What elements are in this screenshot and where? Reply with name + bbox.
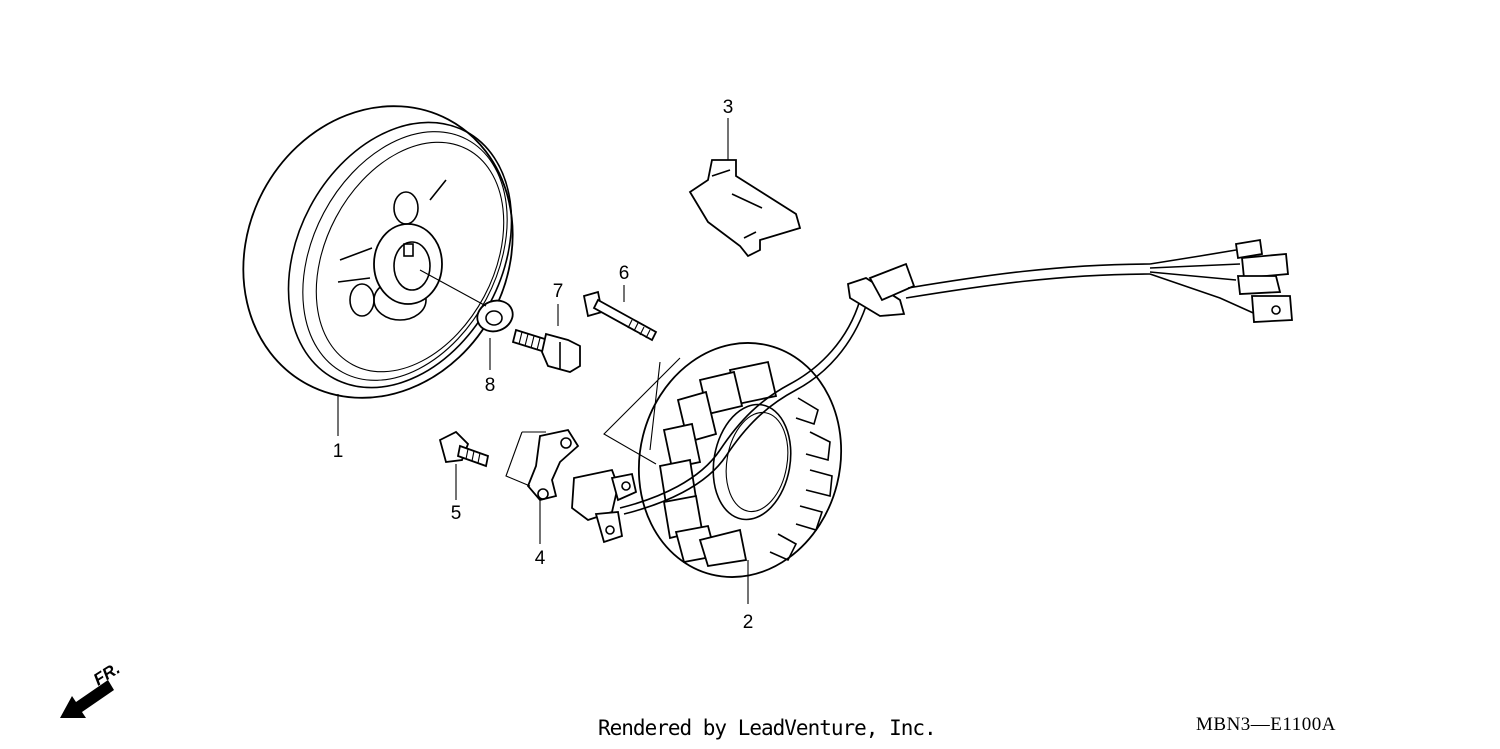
callout-4: 4: [535, 548, 546, 569]
stator-drawing: [571, 238, 1293, 578]
flywheel-bolt-drawing: [511, 328, 581, 373]
leader-lines: [337, 118, 749, 604]
callout-5: 5: [451, 503, 462, 524]
pulser-bolt-drawing: [438, 430, 490, 468]
callout-1: 1: [333, 441, 344, 462]
callout-7: 7: [553, 281, 564, 302]
callout-8: 8: [485, 375, 496, 396]
credit-text: Rendered by LeadVenture, Inc.: [598, 716, 937, 740]
wire-clamp-drawing: [526, 428, 580, 502]
front-arrow: FR.: [60, 659, 123, 718]
stator-bolt-drawing: [582, 290, 658, 342]
callout-2: 2: [743, 612, 754, 633]
clamp-plate-drawing: [688, 159, 802, 258]
diagram-code: MBN3—E1100A: [1196, 714, 1336, 735]
flywheel-drawing: [242, 105, 514, 399]
callout-6: 6: [619, 263, 630, 284]
front-arrow-label: FR.: [90, 659, 123, 690]
washer-drawing: [476, 299, 514, 333]
callout-3: 3: [723, 97, 734, 118]
